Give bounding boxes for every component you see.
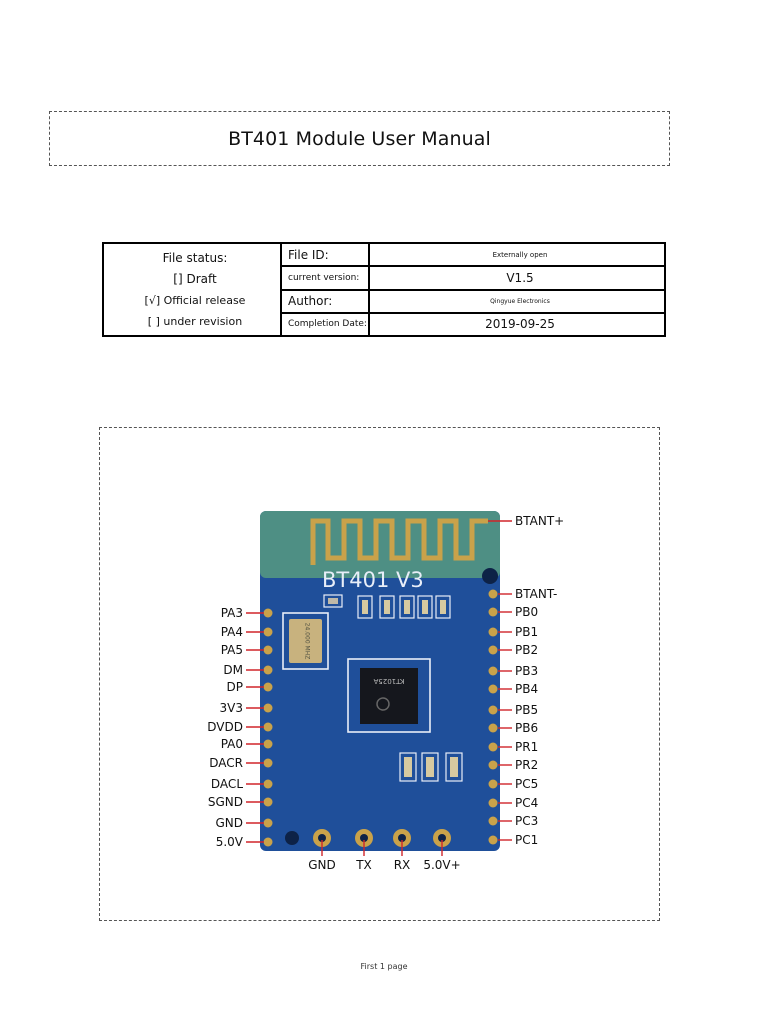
left-pin-pad-gnd <box>263 818 273 828</box>
right-pin-label-pb0: PB0 <box>515 605 538 619</box>
right-pin-label-pb4: PB4 <box>515 682 538 696</box>
right-pin-pad-pc3 <box>488 816 498 826</box>
bottom-pin-hole-5-0v <box>438 834 446 842</box>
right-pin-pad-pc4 <box>488 798 498 808</box>
status-under-revision: [ ] under revision <box>147 314 243 328</box>
right-pin-pad-pb1 <box>488 627 498 637</box>
right-pin-label-pc3: PC3 <box>515 814 538 828</box>
right-pin-label-pb5: PB5 <box>515 703 538 717</box>
right-pin-label-pc5: PC5 <box>515 777 538 791</box>
version-value: V1.5 <box>368 265 666 291</box>
file-id-label: File ID: <box>280 241 370 268</box>
file-id-value: Externally open <box>368 241 666 268</box>
module-photo-frame: BT401 V3 24.000 MHZ KT1025A <box>99 427 660 921</box>
left-pin-pad-3v3 <box>263 703 273 713</box>
right-pin-pad-pc5 <box>488 779 498 789</box>
left-pin-label-dp: DP <box>227 680 243 694</box>
right-pin-label-pr2: PR2 <box>515 758 538 772</box>
right-pin-pad-pb2 <box>488 645 498 655</box>
file-status-header: File status: <box>162 250 228 265</box>
left-pin-label-dacr: DACR <box>209 756 243 770</box>
right-pin-pad-pb5 <box>488 705 498 715</box>
right-pin-pad-pb3 <box>488 666 498 676</box>
left-pin-label-sgnd: SGND <box>208 795 243 809</box>
left-pin-label-pa5: PA5 <box>221 643 243 657</box>
left-pin-pad-dvdd <box>263 722 273 732</box>
left-pin-pad-dacr <box>263 758 273 768</box>
file-status-cell: File status: [] Draft [√] Official relea… <box>102 242 282 337</box>
right-pin-label-pc4: PC4 <box>515 796 538 810</box>
left-pin-label-dm: DM <box>223 663 243 677</box>
page-footer: First 1 page <box>360 962 408 971</box>
version-label: current version: <box>280 265 370 291</box>
bottom-pin-label-5-0v: 5.0V+ <box>423 858 460 872</box>
left-pin-pad-5-0v <box>263 837 273 847</box>
bottom-pin-hole-gnd <box>318 834 326 842</box>
left-pin-pad-sgnd <box>263 797 273 807</box>
bottom-pin-hole-tx <box>360 834 368 842</box>
chip-logo <box>376 697 390 711</box>
left-pin-label-dacl: DACL <box>211 777 243 791</box>
antenna-trace <box>310 518 488 565</box>
right-pin-label-pr1: PR1 <box>515 740 538 754</box>
author-label: Author: <box>280 288 370 314</box>
right-pin-label-pb3: PB3 <box>515 664 538 678</box>
mounting-hole-right <box>482 568 498 584</box>
document-status-table: File status: [] Draft [√] Official relea… <box>102 241 666 338</box>
right-pin-label-btant: BTANT+ <box>515 514 564 528</box>
left-pin-label-pa0: PA0 <box>221 737 243 751</box>
completion-date-label: Completion Date: <box>280 311 370 338</box>
status-draft: [] Draft <box>173 271 217 286</box>
completion-date-value: 2019-09-25 <box>368 311 666 338</box>
crystal-outline <box>282 612 329 670</box>
right-pin-pad-pr1 <box>488 742 498 752</box>
author-value: Qingyue Electronics <box>368 288 666 314</box>
bt401-module-diagram: BT401 V3 24.000 MHZ KT1025A <box>207 511 564 872</box>
right-pin-label-pb1: PB1 <box>515 625 538 639</box>
left-pin-pad-pa5 <box>263 645 273 655</box>
left-pin-label-gnd: GND <box>215 816 243 830</box>
left-pin-pad-pa3 <box>263 608 273 618</box>
chip-body <box>360 668 418 724</box>
left-pin-label-3v3: 3V3 <box>220 701 243 715</box>
bottom-pin-label-rx: RX <box>394 858 411 872</box>
left-pin-pad-pa0 <box>263 739 273 749</box>
crystal-component <box>289 619 322 663</box>
left-pin-pad-dp <box>263 682 273 692</box>
document-title: BT401 Module User Manual <box>49 111 670 166</box>
mounting-hole-left <box>285 831 299 845</box>
right-pin-pad-btant <box>488 589 498 599</box>
crystal-label: 24.000 MHZ <box>304 623 311 660</box>
bottom-pin-label-gnd: GND <box>308 858 336 872</box>
left-pin-label-pa3: PA3 <box>221 606 243 620</box>
right-pin-pad-pb4 <box>488 684 498 694</box>
right-pin-label-btant: BTANT- <box>515 587 557 601</box>
left-pin-pad-dm <box>263 665 273 675</box>
chip-outline <box>347 658 431 733</box>
status-official-release: [√] Official release <box>144 293 246 307</box>
right-pin-pad-pc1 <box>488 835 498 845</box>
bottom-pin-label-tx: TX <box>355 858 372 872</box>
left-pin-label-pa4: PA4 <box>221 625 243 639</box>
board-silkscreen-label: BT401 V3 <box>322 568 424 592</box>
bottom-pin-hole-rx <box>398 834 406 842</box>
left-pin-pad-pa4 <box>263 627 273 637</box>
left-pin-pad-dacl <box>263 779 273 789</box>
chip-label: KT1025A <box>373 677 404 685</box>
left-pin-label-5-0v: 5.0V <box>216 835 244 849</box>
right-pin-label-pb2: PB2 <box>515 643 538 657</box>
right-pin-label-pb6: PB6 <box>515 721 538 735</box>
pin-group <box>263 589 498 847</box>
left-pin-label-dvdd: DVDD <box>207 720 243 734</box>
passive-components <box>323 594 463 782</box>
right-pin-pad-pr2 <box>488 760 498 770</box>
right-pin-pad-pb0 <box>488 607 498 617</box>
right-pin-label-pc1: PC1 <box>515 833 538 847</box>
right-pin-pad-pb6 <box>488 723 498 733</box>
